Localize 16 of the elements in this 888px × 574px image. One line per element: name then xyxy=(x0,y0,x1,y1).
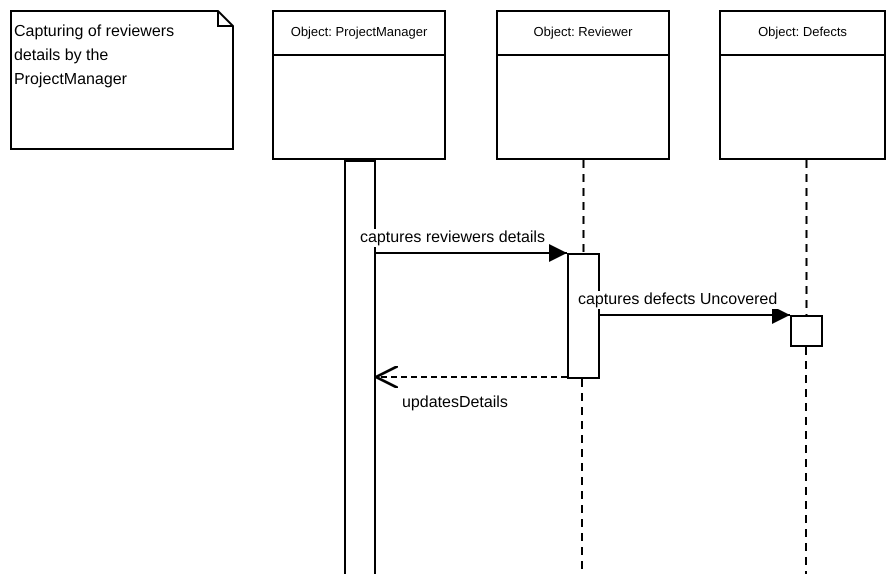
object-name: Object: Reviewer xyxy=(532,24,634,39)
return-message-arrow xyxy=(374,364,567,390)
activation-bar xyxy=(790,315,823,347)
object-box xyxy=(272,10,446,160)
edge-label: captures reviewers details xyxy=(358,229,547,247)
object-box xyxy=(719,10,886,160)
message-arrow xyxy=(376,244,567,262)
edge-label: updatesDetails xyxy=(400,394,510,412)
lifeline xyxy=(582,160,584,253)
edge-label: captures defects Uncovered xyxy=(576,291,780,309)
object-name: Object: Defects xyxy=(757,24,848,39)
object-box xyxy=(496,10,670,160)
lifeline xyxy=(806,160,808,315)
note-box xyxy=(10,10,234,150)
object-name: Object: ProjectManager xyxy=(290,24,428,39)
note-text: Capturing of reviewers details by the ProjectManager xyxy=(14,22,176,90)
